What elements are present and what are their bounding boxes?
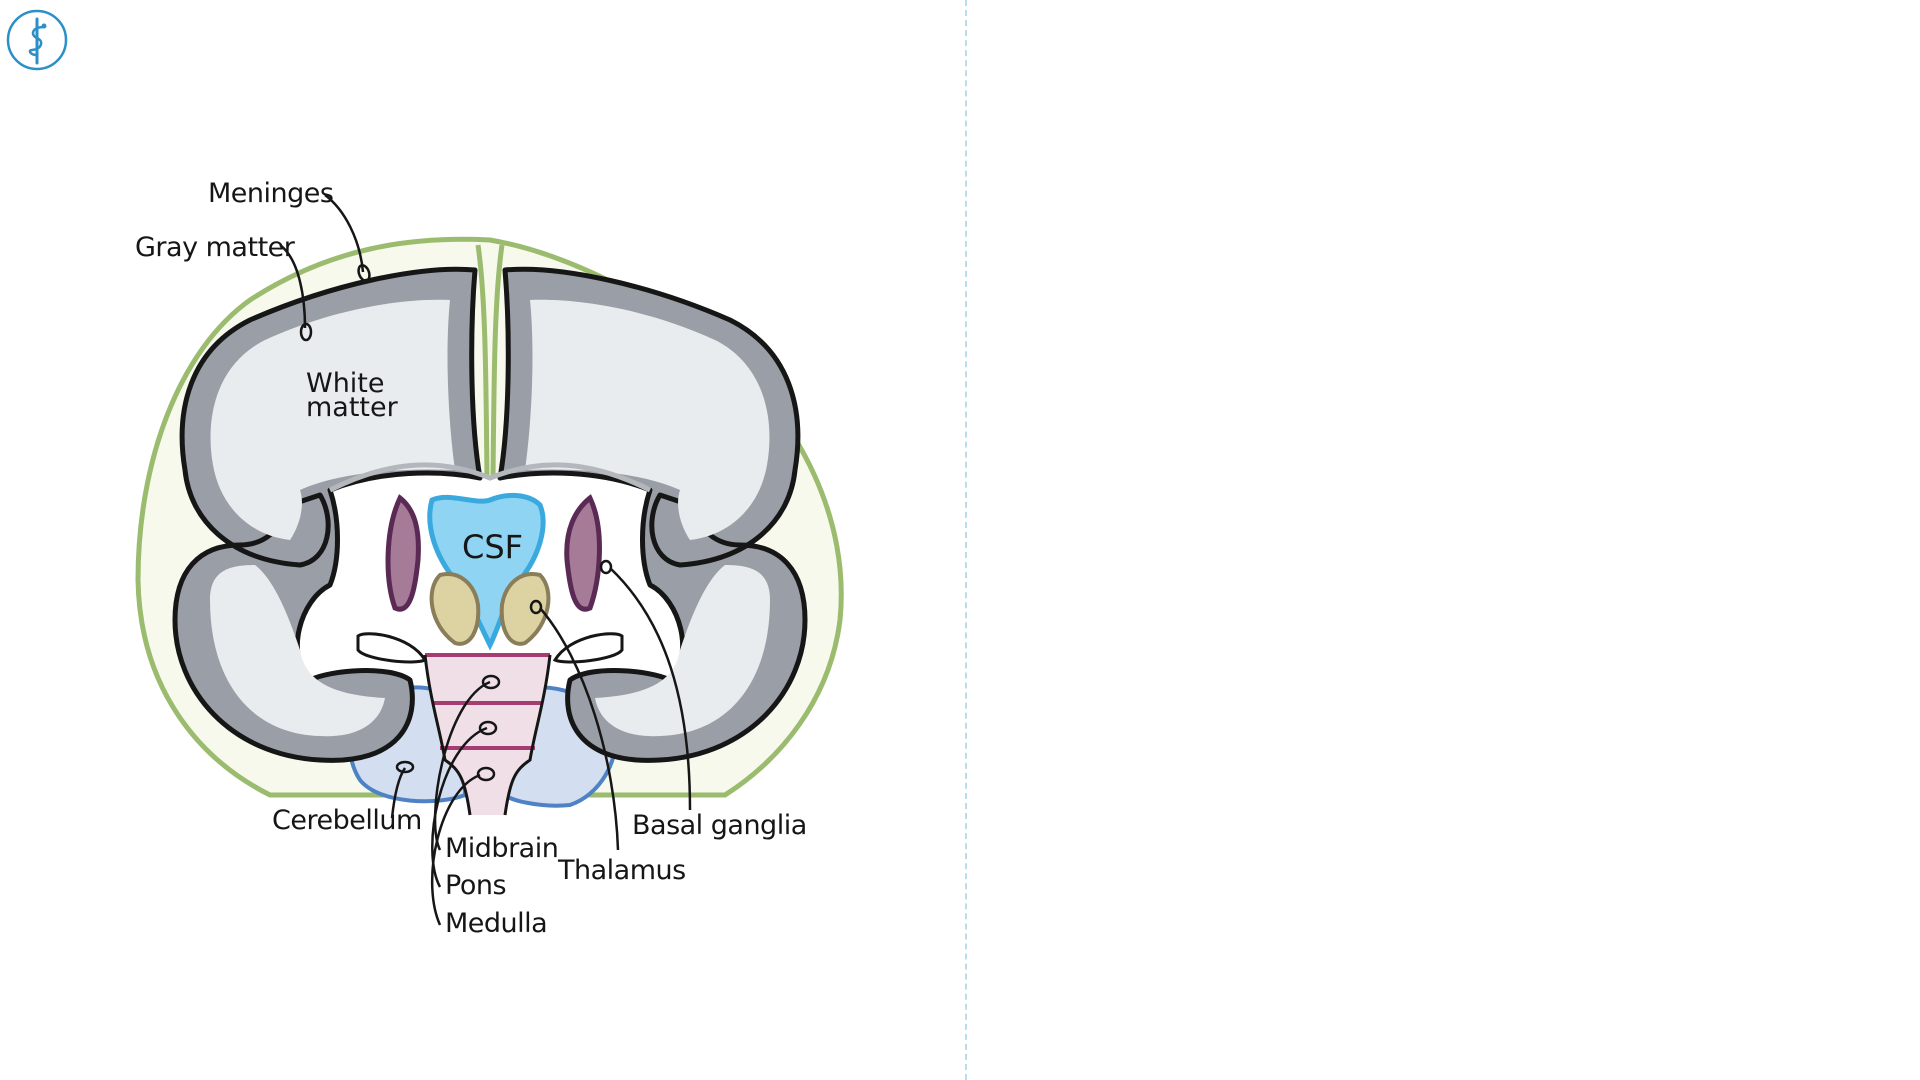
label-cerebellum: Cerebellum xyxy=(272,805,422,836)
caduceus-icon xyxy=(6,9,68,71)
basal-ganglia xyxy=(385,494,602,612)
label-gray-matter: Gray matter xyxy=(135,232,295,263)
leader-lines xyxy=(279,194,692,926)
label-pons: Pons xyxy=(445,870,507,901)
left-hemisphere xyxy=(172,266,483,763)
label-white-matter-line2: matter xyxy=(306,392,398,423)
label-medulla: Medulla xyxy=(445,908,548,939)
label-meninges: Meninges xyxy=(208,178,334,209)
label-midbrain: Midbrain xyxy=(445,833,559,864)
label-basal-ganglia: Basal ganglia xyxy=(632,810,807,841)
panel-divider xyxy=(965,0,967,1080)
label-csf: CSF xyxy=(462,528,524,566)
label-thalamus: Thalamus xyxy=(558,855,686,886)
label-white-matter-line1: White xyxy=(306,368,385,399)
right-hemisphere xyxy=(497,266,808,763)
thalamus xyxy=(429,572,551,646)
